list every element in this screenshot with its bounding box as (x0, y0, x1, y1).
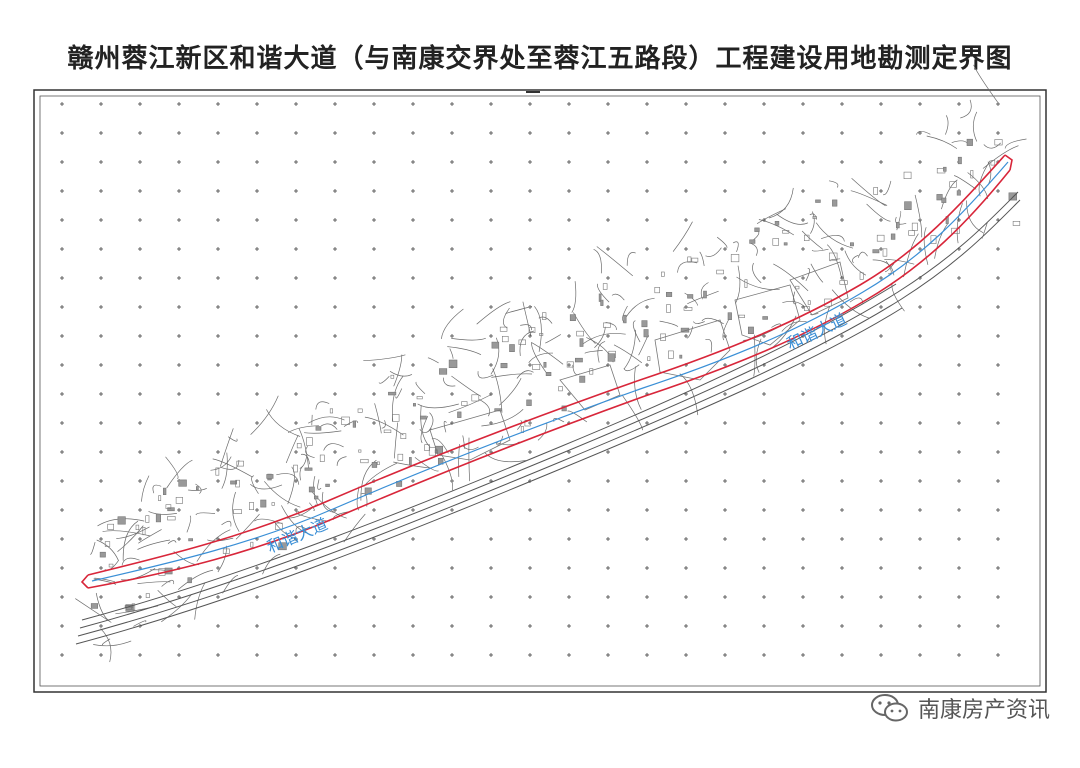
railway-band (75, 191, 1021, 645)
land-boundary (80, 154, 1013, 589)
boundary-lower (87, 169, 1011, 589)
boundary-upper (87, 154, 1006, 576)
wechat-icon (870, 694, 908, 722)
road-centerline (91, 161, 1009, 582)
watermark-text: 南康房产资讯 (917, 698, 1050, 723)
topographic-linework (75, 64, 1027, 663)
map-title: 赣州蓉江新区和谐大道（与南康交界处至蓉江五路段）工程建设用地勘测定界图 (67, 44, 1013, 74)
map-frame-outer (33, 89, 1047, 693)
boundary-west-end (80, 574, 89, 589)
map-frame-inner (39, 95, 1041, 687)
watermark: 南康房产资讯 (870, 692, 1050, 724)
boundary-east-end (1004, 154, 1013, 171)
